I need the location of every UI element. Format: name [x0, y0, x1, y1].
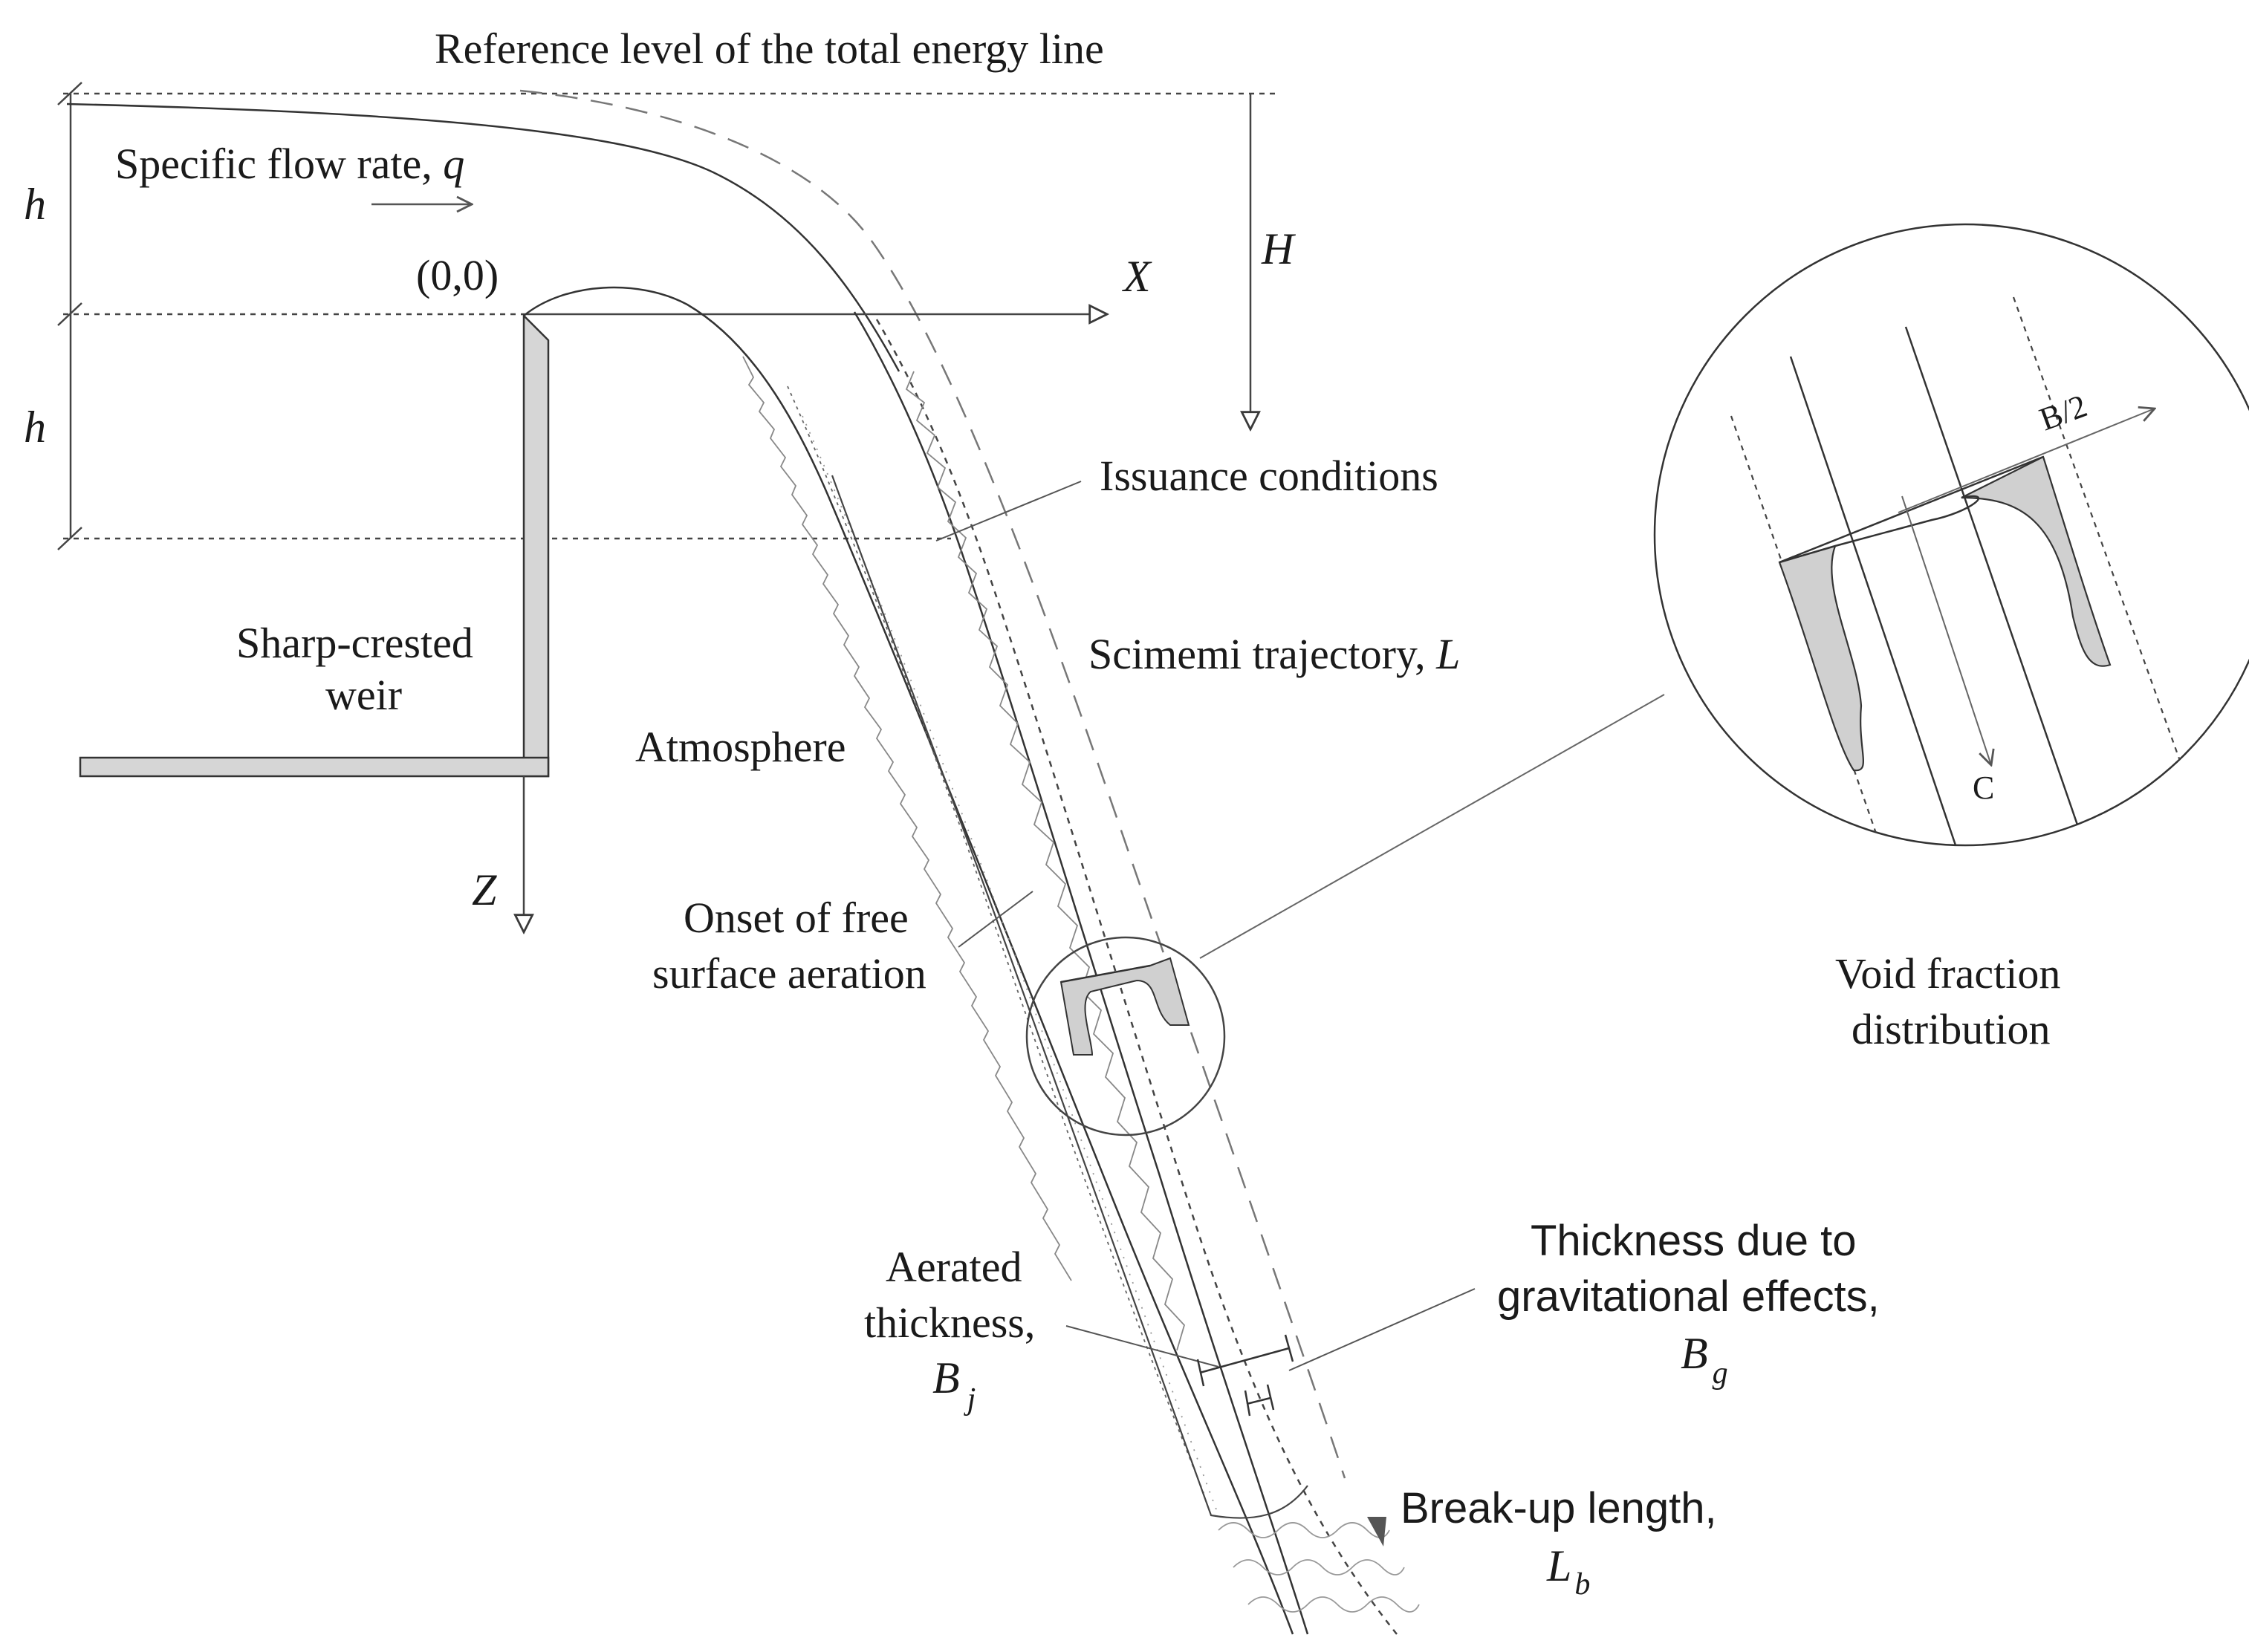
breakup-arrow-icon [1367, 1517, 1386, 1547]
gravitational-label-1: Thickness due to [1531, 1217, 1856, 1265]
aerated-boundary-outer [875, 319, 1398, 1635]
aerated-label-1: Aerated [886, 1243, 1022, 1291]
H-label: H [1261, 224, 1296, 273]
void-fraction-left-profile [1778, 544, 1864, 772]
aerated-leader [1065, 1325, 1219, 1368]
void-fraction-curve [1779, 495, 1980, 564]
h-dimension [57, 82, 82, 550]
gravitational-leader [1288, 1288, 1476, 1371]
scimemi-trajectory-dashed [519, 89, 1346, 1479]
void-fraction-label-2: distribution [1852, 1005, 2050, 1053]
gravitational-thickness-bar [1246, 1396, 1271, 1405]
thickness-markers [1196, 1334, 1294, 1417]
c-arrow [1901, 495, 1991, 765]
nappe-upper-surface [853, 311, 1309, 1635]
b-half-arrow [1898, 409, 2155, 513]
sharp-crested-weir [79, 313, 550, 778]
breakup-label: Break-up length, [1401, 1484, 1717, 1532]
leader-lines [935, 481, 1476, 1371]
reference-lines [63, 92, 1276, 540]
atmosphere-label: Atmosphere [635, 723, 846, 771]
breakup-symbol: Lb [1546, 1541, 1590, 1601]
zoom-connector-top [1199, 694, 1665, 959]
gravitational-label-2: gravitational effects, [1497, 1272, 1880, 1321]
onset-label-2: surface aeration [652, 949, 926, 998]
reference-level-label: Reference level of the total energy line [435, 25, 1104, 73]
zoom-circle-small [1025, 936, 1226, 1136]
h-upper-label: h [24, 180, 46, 229]
aerated-thickness-bar [1199, 1347, 1290, 1374]
sharp-crested-label-1: Sharp-crested [236, 619, 473, 667]
c-axis-label: C [1973, 770, 1994, 806]
origin-label: (0,0) [416, 251, 499, 299]
z-axis-label: Z [472, 865, 497, 914]
issuance-leader [935, 481, 1082, 542]
aerated-zone-right [905, 371, 1186, 1351]
sharp-crested-label-2: weir [325, 671, 402, 719]
zoom-connector-bottom [1200, 825, 1783, 1099]
issuance-conditions-label: Issuance conditions [1100, 452, 1438, 500]
upstream-free-surface [66, 103, 900, 372]
h-lower-label: h [24, 403, 46, 452]
scimemi-label: Scimemi trajectory, L [1088, 630, 1460, 678]
void-fraction-label-1: Void fraction [1835, 949, 2060, 998]
aerated-label-2: thickness, [864, 1298, 1035, 1347]
non-aerated-core [831, 475, 1308, 1519]
x-axis-label: X [1122, 252, 1152, 301]
zoom-circle-large [1653, 223, 2249, 847]
void-fraction-right-profile [1961, 455, 2112, 667]
onset-label-1: Onset of free [684, 894, 909, 942]
specific-flow-label: Specific flow rate, q [115, 140, 464, 188]
onset-leader [958, 891, 1033, 948]
breakup-spray [1218, 1522, 1420, 1613]
